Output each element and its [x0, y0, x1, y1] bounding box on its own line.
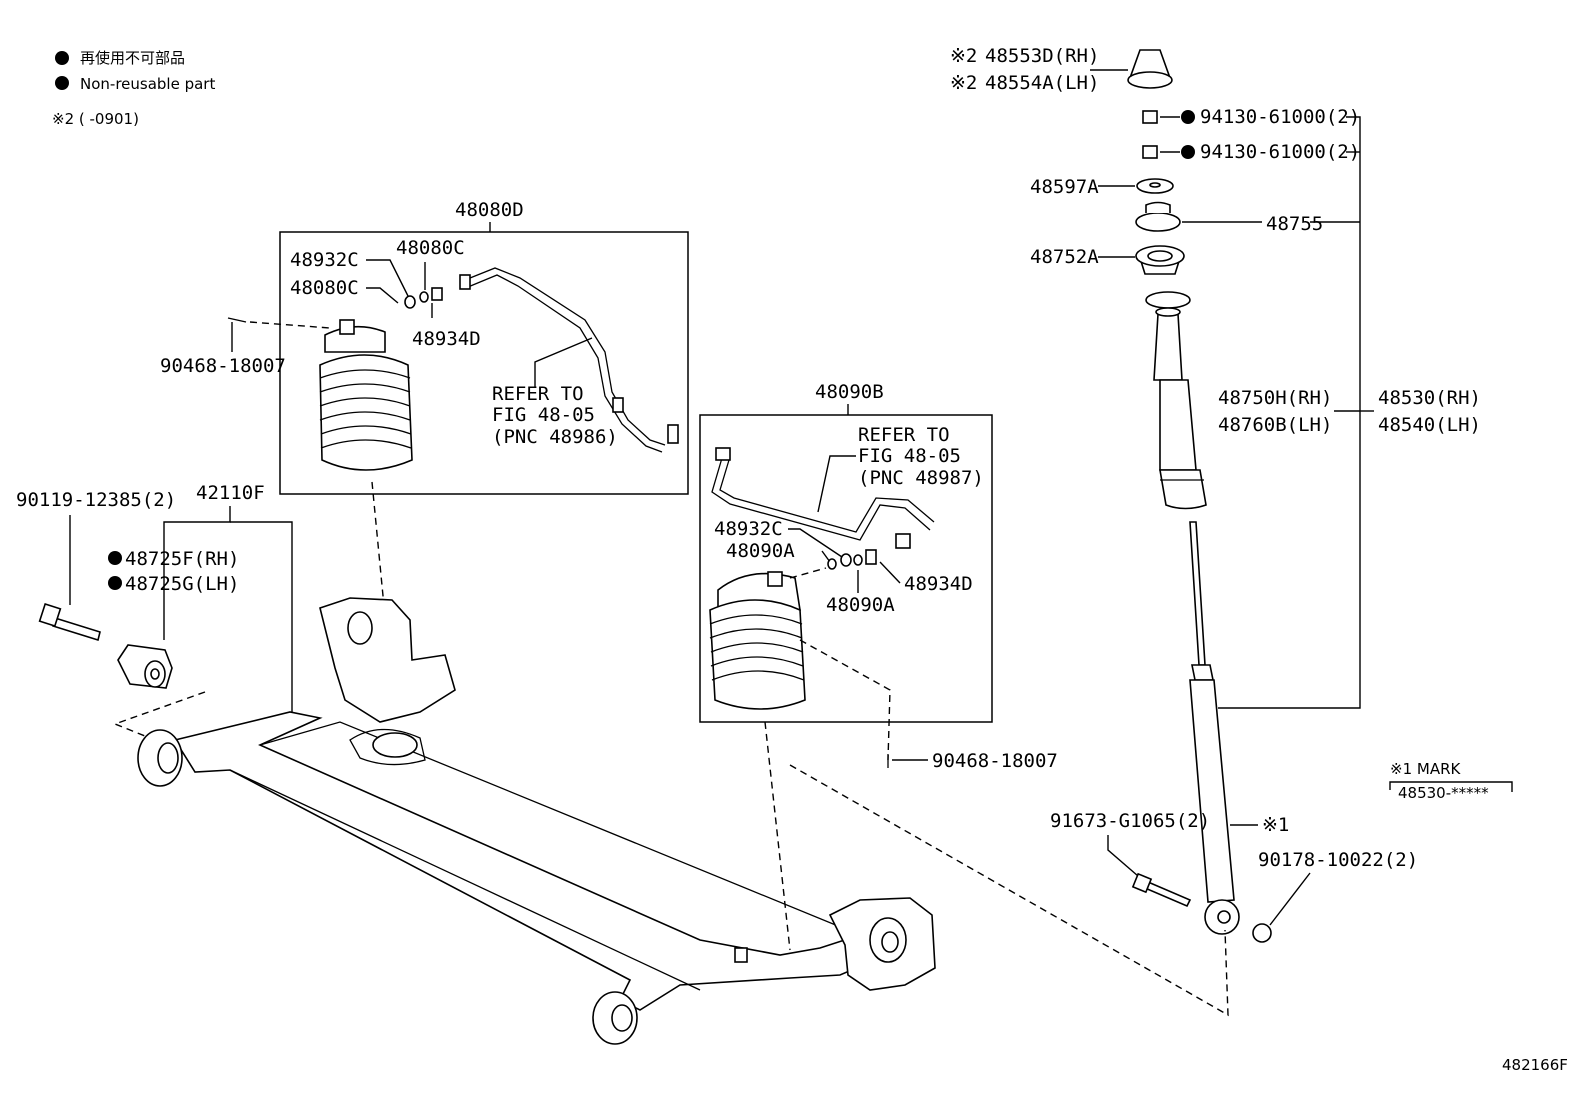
- label-94130-a: 94130-61000(2): [1200, 106, 1360, 128]
- label-91673: 91673-G1065(2): [1050, 810, 1210, 832]
- air-hose-part: [459, 267, 679, 453]
- non-reusable-dot-icon: [1181, 110, 1195, 124]
- non-reusable-dot-icon: [55, 51, 69, 65]
- label-48553D: 48553D(RH): [985, 45, 1099, 67]
- label-48760B: 48760B(LH): [1218, 414, 1332, 436]
- label-90468-b: 90468-18007: [932, 750, 1058, 772]
- label-48530: 48530(RH): [1378, 387, 1481, 409]
- label-48932C-b: 48932C: [714, 518, 783, 540]
- bolt-part: [38, 602, 101, 642]
- label-48090B: 48090B: [815, 381, 884, 403]
- nut-part: [1142, 110, 1158, 124]
- label-90119: 90119-12385(2): [16, 489, 176, 511]
- support-mount-part: [1135, 245, 1185, 275]
- label-48554A: 48554A(LH): [985, 72, 1099, 94]
- label-48080D: 48080D: [455, 199, 524, 221]
- label-48725F: 48725F(RH): [125, 548, 239, 570]
- air-spring-bellows-part: [709, 571, 806, 710]
- nut-part: [1142, 145, 1158, 159]
- label-48932C-a: 48932C: [290, 249, 359, 271]
- non-reusable-dot-icon: [108, 551, 122, 565]
- refer-b-1: REFER TO: [858, 424, 950, 446]
- label-48934D-b: 48934D: [904, 573, 973, 595]
- shock-cap-part: [1127, 49, 1173, 89]
- nut-part: [1252, 923, 1272, 943]
- label-48540: 48540(LH): [1378, 414, 1481, 436]
- label-48750H: 48750H(RH): [1218, 387, 1332, 409]
- label-48752A: 48752A: [1030, 246, 1099, 268]
- label-48090A-a: 48090A: [726, 540, 795, 562]
- bushing-part: [1135, 201, 1181, 232]
- air-spring-bellows-part: [319, 319, 413, 471]
- label-48080C-a: 48080C: [396, 237, 465, 259]
- mark2-b: ※2: [950, 72, 977, 94]
- mark2-a: ※2: [950, 45, 977, 67]
- assembly-box-48090B: [699, 414, 993, 723]
- label-48597A: 48597A: [1030, 176, 1099, 198]
- label-48755: 48755: [1266, 213, 1323, 235]
- label-94130-b: 94130-61000(2): [1200, 141, 1360, 163]
- label-90468-a: 90468-18007: [160, 355, 286, 377]
- shock-absorber-part: [1189, 521, 1240, 935]
- non-reusable-dot-icon: [55, 76, 69, 90]
- assembly-box-48080D: [279, 231, 689, 495]
- legend-jp: 再使用不可部品: [80, 49, 185, 67]
- label-48725G: 48725G(LH): [125, 573, 239, 595]
- rear-axle-beam-part: [137, 597, 936, 1045]
- refer-a-1: REFER TO: [492, 383, 584, 405]
- figure-id: 482166F: [1502, 1056, 1568, 1074]
- non-reusable-dot-icon: [1181, 145, 1195, 159]
- bolt-part: [227, 317, 247, 323]
- refer-b-3: (PNC 48987): [858, 467, 984, 489]
- mark1-label: ※1: [1262, 814, 1289, 836]
- rubber-bushing-part: [117, 644, 173, 689]
- legend-en: Non-reusable part: [80, 75, 215, 93]
- label-48080C-b: 48080C: [290, 277, 359, 299]
- mark1-value: 48530-*****: [1398, 784, 1489, 802]
- label-42110F: 42110F: [196, 482, 265, 504]
- label-48934D-a: 48934D: [412, 328, 481, 350]
- non-reusable-dot-icon: [108, 576, 122, 590]
- air-hose-part: [711, 447, 935, 549]
- refer-a-2: FIG 48-05: [492, 404, 595, 426]
- bolt-part: [1131, 872, 1192, 908]
- label-48090A-b: 48090A: [826, 594, 895, 616]
- refer-b-2: FIG 48-05: [858, 445, 961, 467]
- dust-boot-part: [1145, 291, 1207, 510]
- mark1-title: ※1 MARK: [1390, 760, 1462, 778]
- label-90178: 90178-10022(2): [1258, 849, 1418, 871]
- refer-a-3: (PNC 48986): [492, 426, 618, 448]
- legend-note2: ※2 ( -0901): [52, 110, 139, 128]
